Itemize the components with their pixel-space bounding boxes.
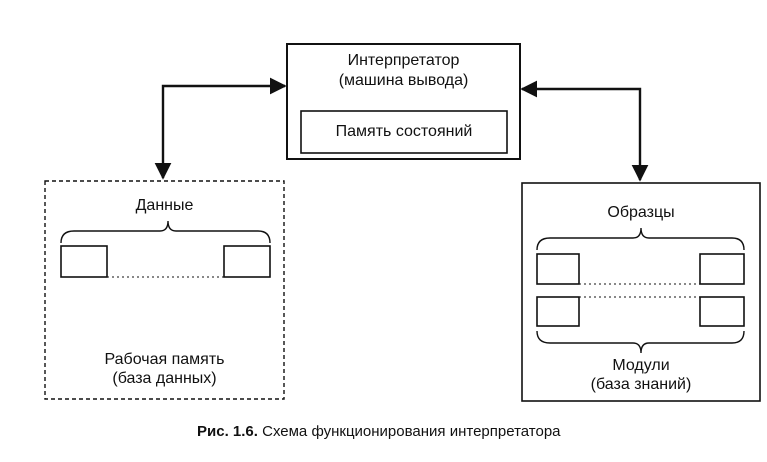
pattern-row-2-right (699, 296, 745, 327)
data-element-left (60, 245, 108, 278)
patterns-brace (536, 227, 745, 251)
knowledge-caption-line2: (база знаний) (590, 376, 692, 393)
interpreter-title: Интерпретатор (347, 52, 460, 69)
state-memory-box (300, 110, 508, 154)
knowledge-caption-line1: Модули (612, 357, 670, 374)
patterns-heading: Образцы (607, 204, 675, 221)
pattern-row-1-left (536, 253, 580, 285)
data-brace (60, 220, 271, 244)
figure-caption: Рис. 1.6. Схема функционирования интерпр… (197, 423, 561, 441)
data-element-right (223, 245, 271, 278)
arrow-interpreter-data (154, 77, 287, 180)
figure-caption-text: Схема функционирования интерпретатора (262, 423, 561, 440)
working-memory-box (44, 180, 285, 400)
pattern-row-1-right (699, 253, 745, 285)
knowledge-base-box (521, 182, 761, 402)
interpreter-subtitle: (машина вывода) (338, 72, 469, 89)
figure-number: Рис. 1.6. (197, 423, 258, 440)
arrow-interpreter-knowledge (520, 80, 649, 182)
working-memory-caption-line2: (база данных) (112, 370, 217, 387)
interpreter-box (286, 43, 521, 160)
modules-brace (536, 330, 745, 354)
data-heading: Данные (135, 197, 194, 214)
pattern-row-2-left (536, 296, 580, 327)
state-memory-label: Память состояний (335, 123, 473, 140)
working-memory-caption-line1: Рабочая память (104, 351, 225, 368)
